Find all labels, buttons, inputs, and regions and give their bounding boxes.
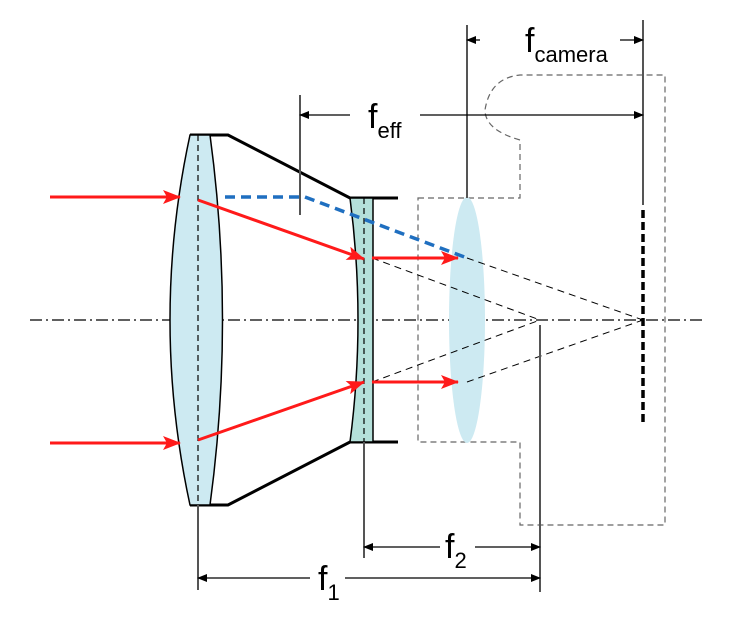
light-rays xyxy=(50,190,459,450)
dimension-lines xyxy=(197,20,644,592)
concave-lens xyxy=(349,197,374,443)
camera-body-outline xyxy=(417,74,666,526)
camera-lens xyxy=(449,197,485,443)
objective-lens xyxy=(169,134,224,506)
f-eff-label: feff xyxy=(368,98,402,143)
construction-rays xyxy=(371,257,644,383)
f-camera-label: fcamera xyxy=(525,22,609,67)
f2-label: f2 xyxy=(445,528,467,573)
f1-label: f1 xyxy=(318,560,340,605)
chief-ray xyxy=(225,195,468,260)
